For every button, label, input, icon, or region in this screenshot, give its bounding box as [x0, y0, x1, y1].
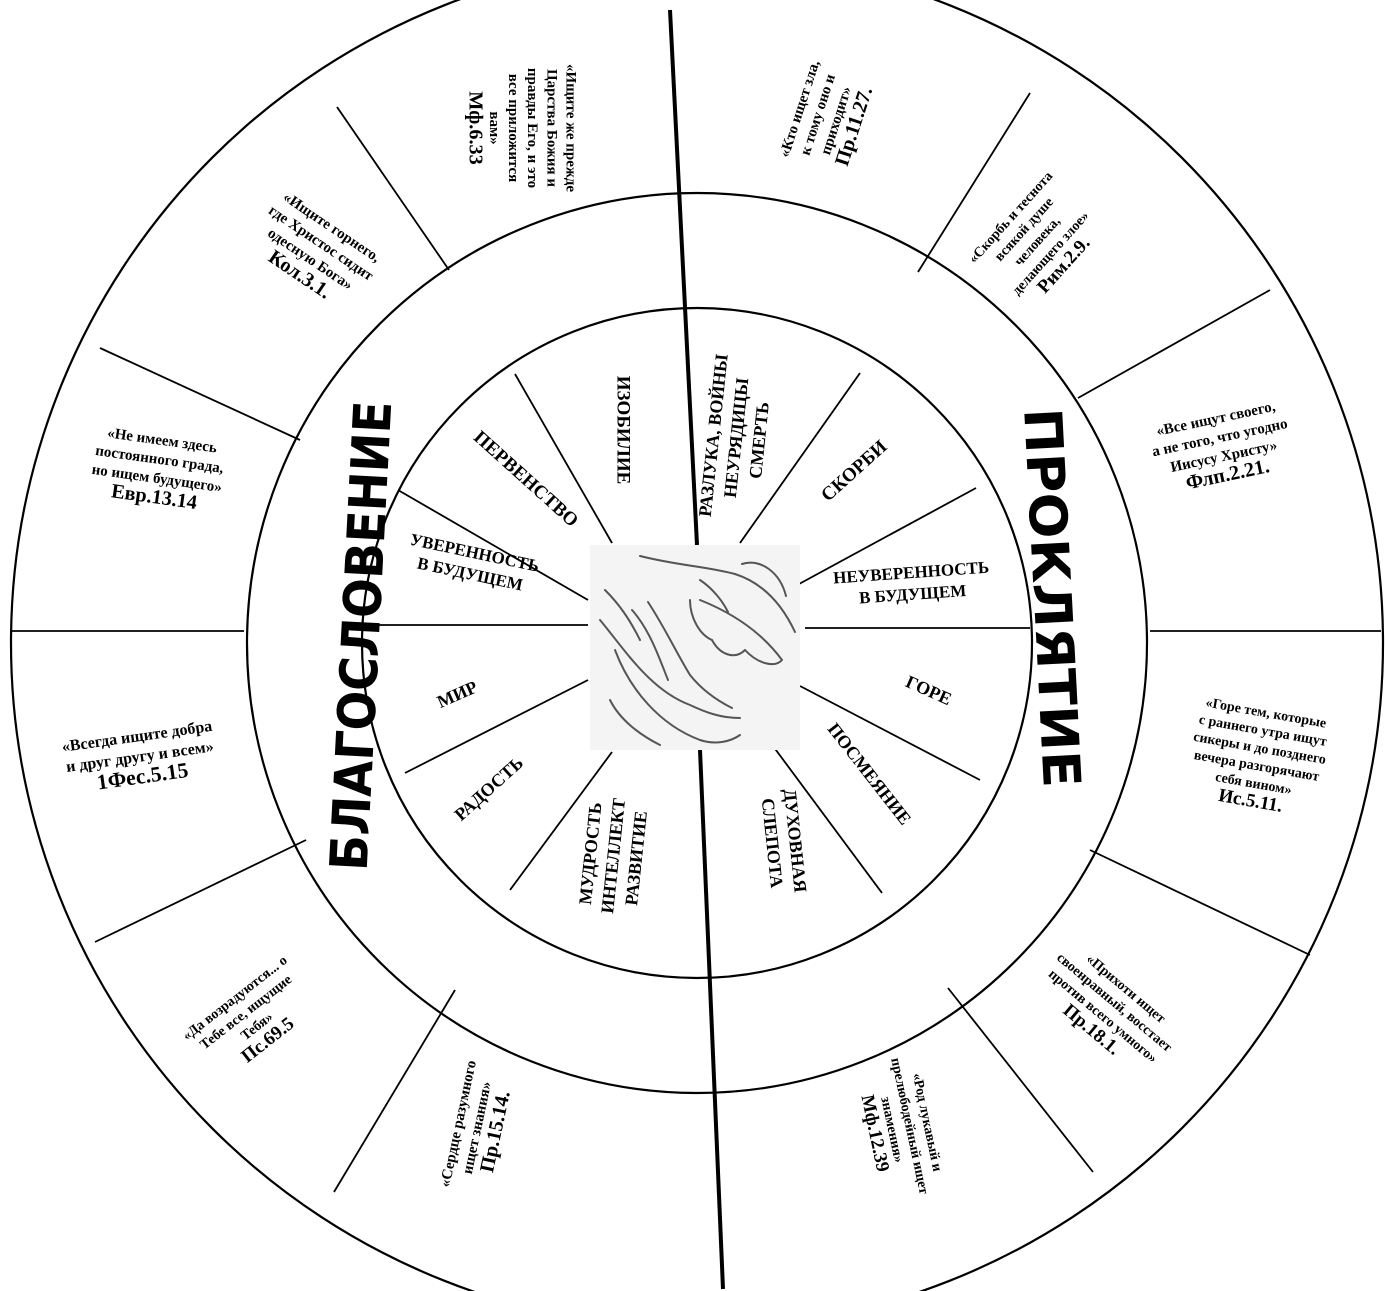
title-right: ПРОКЛЯТИЕ — [1011, 407, 1091, 790]
segment-line: ПЕРВЕНСТВО — [469, 427, 582, 532]
segment-line: ГОРЕ — [903, 671, 955, 709]
segment-pervenstvo: ПЕРВЕНСТВО — [469, 427, 582, 532]
svg-text:ПРОКЛЯТИЕ: ПРОКЛЯТИЕ — [1011, 407, 1091, 790]
outer-dividers — [10, 92, 1381, 1193]
quote-line: вам» — [486, 111, 502, 144]
segment-radost: РАДОСТЬ — [450, 753, 527, 825]
segment-line: НЕУВЕРЕННОСТЬ — [833, 558, 990, 588]
quote-line: правды Его, и это — [524, 68, 540, 188]
quote-line: «Ищите же прежде — [563, 64, 579, 192]
segment-mir: МИР — [434, 677, 481, 712]
open-hands-icon — [590, 545, 800, 750]
segment-line: РАДОСТЬ — [450, 753, 527, 825]
segment-line: В БУДУЩЕМ — [858, 581, 966, 607]
segment-posmeyanie: ПОСМЕЯНИЕ — [824, 719, 916, 828]
title-left: БЛАГОСЛОВЕНИЕ — [320, 400, 405, 872]
middle-ring — [245, 191, 1149, 1095]
segment-line: ПОСМЕЯНИЕ — [824, 719, 916, 828]
segment-skorbi: СКОРБИ — [817, 436, 891, 506]
svg-text:БЛАГОСЛОВЕНИЕ: БЛАГОСЛОВЕНИЕ — [320, 400, 405, 872]
segment-izobilie: ИЗОБИЛИЕ — [613, 376, 634, 485]
quote-pr1127: «Кто ищет зла,к тому оно иприходит»Пр.11… — [777, 58, 877, 169]
quote-kol31: «Ищите горнего,где Христос сидитодесную … — [264, 189, 383, 303]
outer-ring — [10, 0, 1384, 1291]
quote-line: Царства Божия и — [543, 69, 559, 187]
segment-line: СКОРБИ — [817, 436, 891, 506]
segment-line: СМЕРТЬ — [745, 401, 773, 480]
quote-line: все приложится — [505, 74, 521, 183]
inner-dividers — [366, 372, 1030, 894]
inner-ring — [360, 306, 1034, 980]
quote-flp221: «Все ищут своего,а не того, что угодноИи… — [1151, 399, 1289, 495]
segment-line: ИЗОБИЛИЕ — [613, 376, 634, 485]
axis-line — [668, 9, 725, 1290]
segment-gore: ГОРЕ — [903, 671, 955, 709]
segment-line: МИР — [434, 677, 481, 712]
quote-line: Мф.6.33 — [464, 91, 486, 165]
